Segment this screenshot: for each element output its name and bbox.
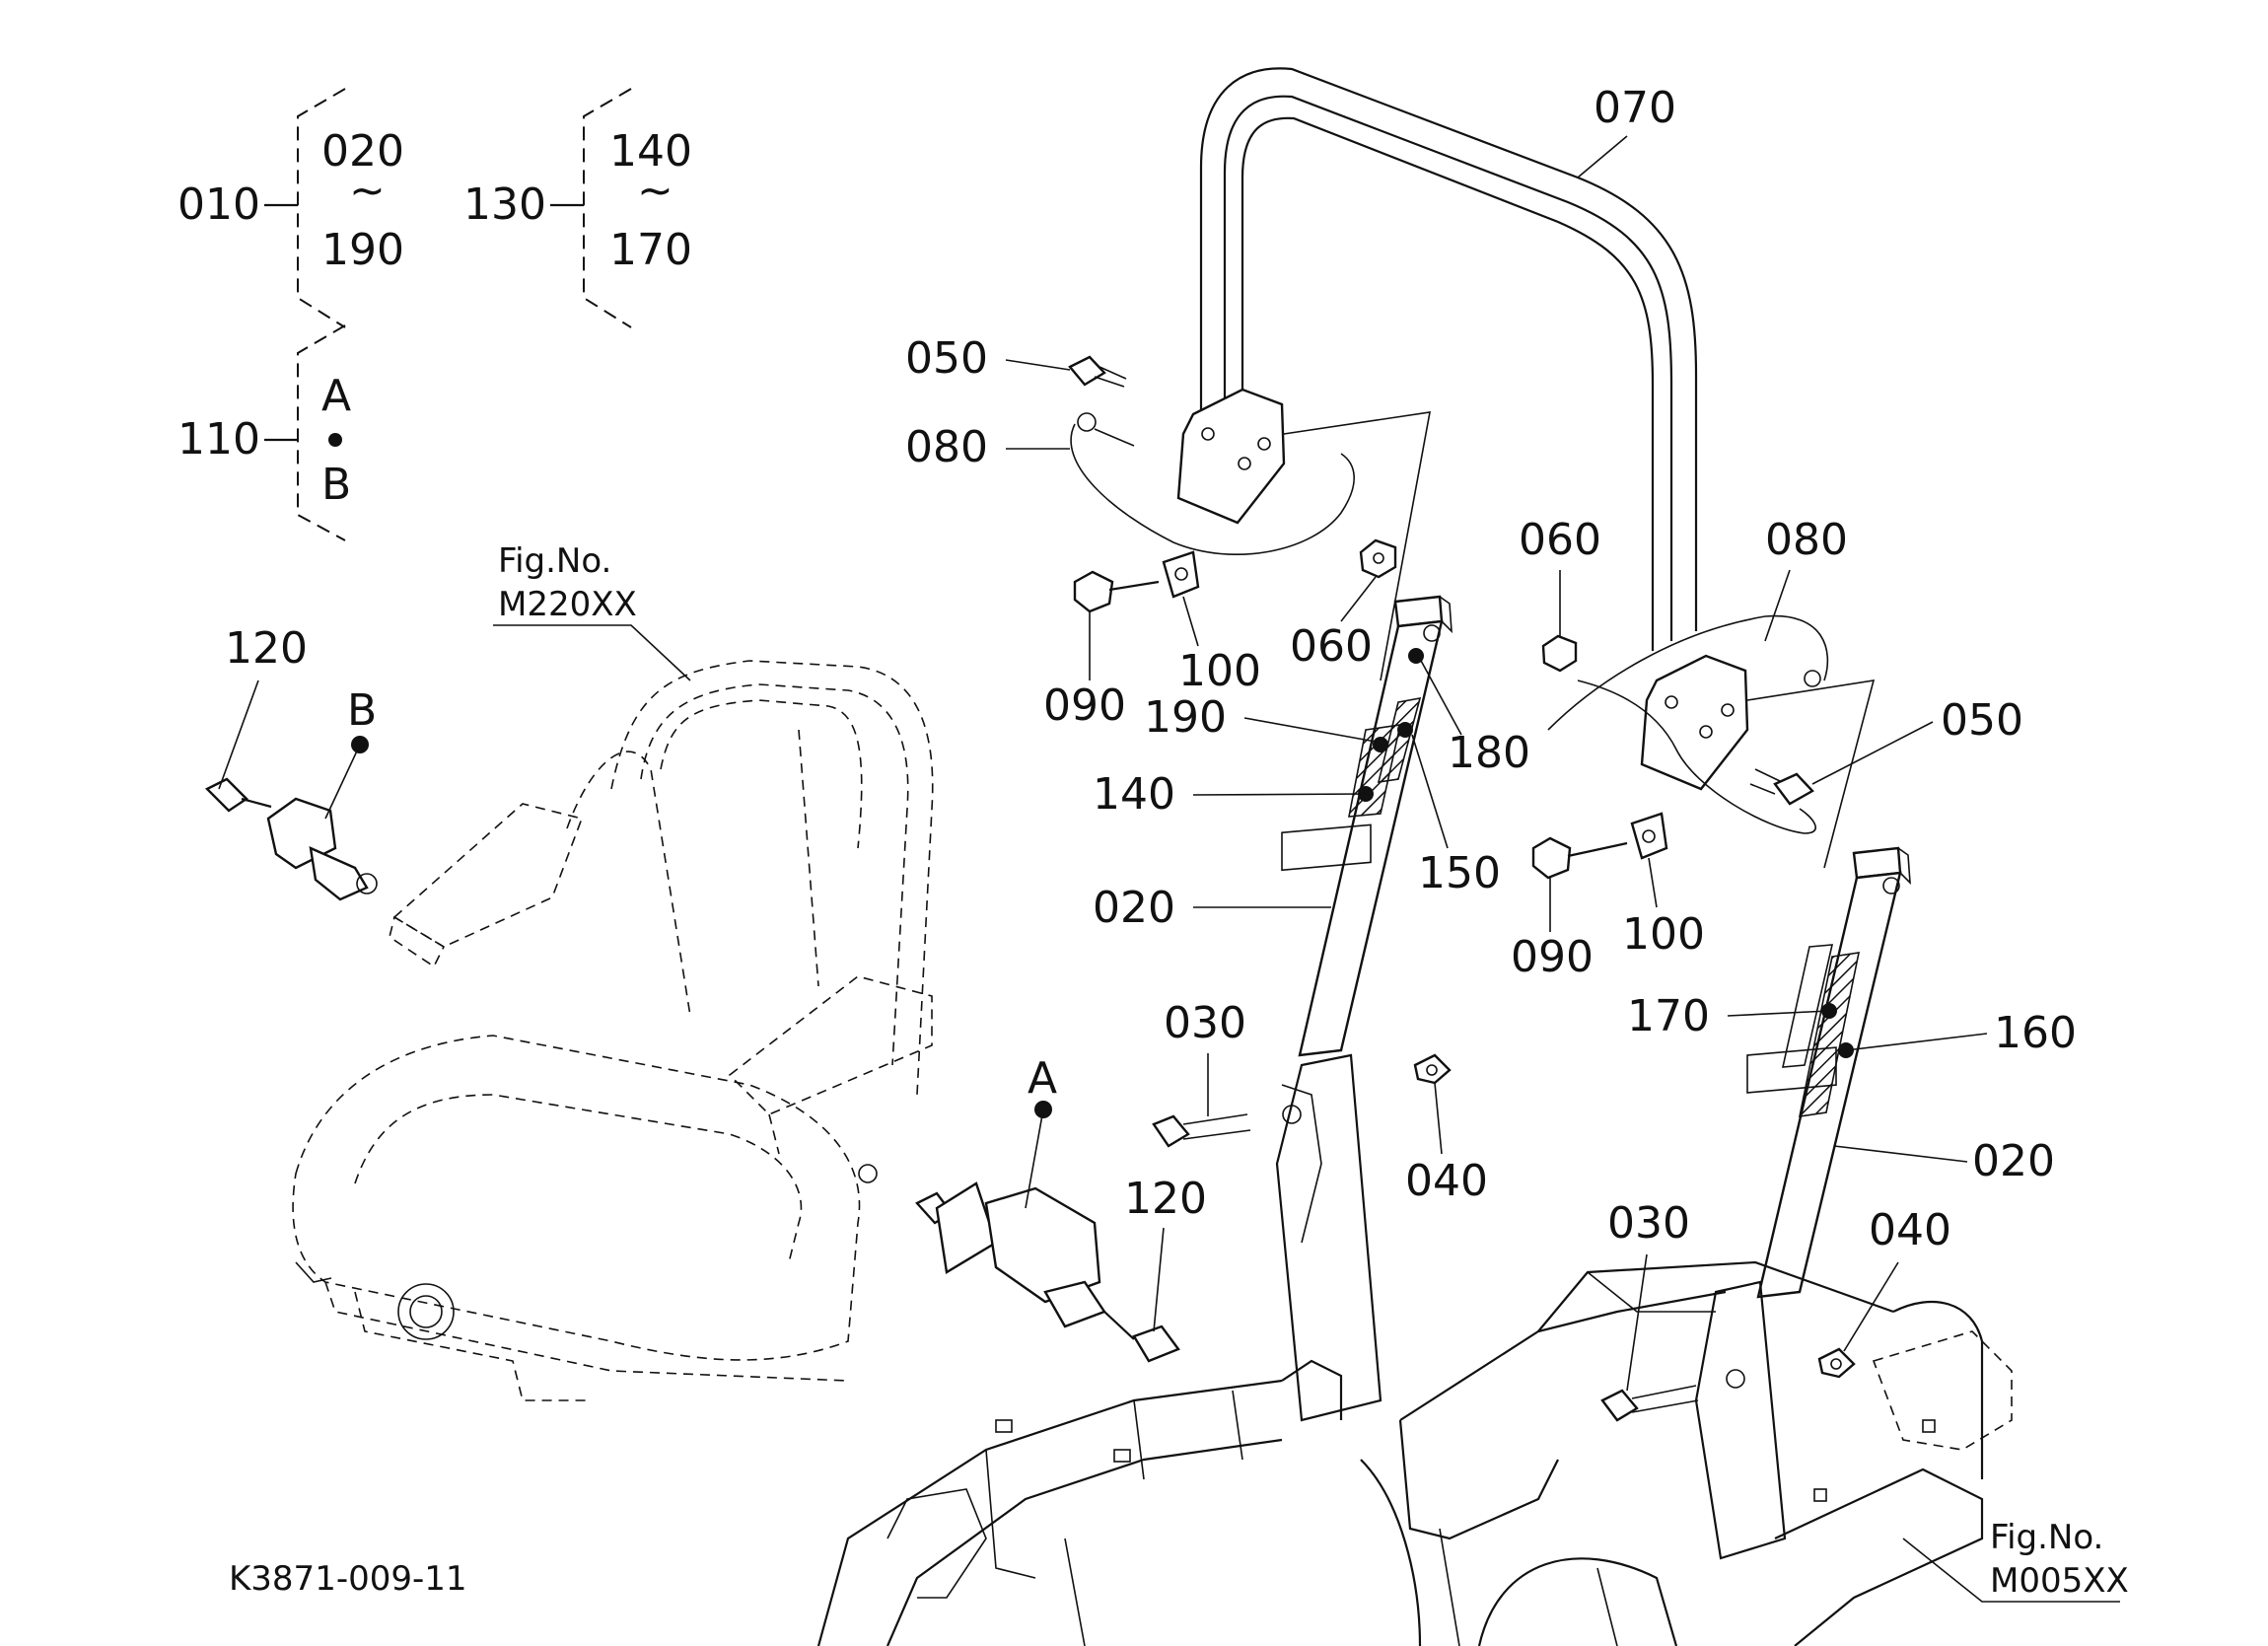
hinge-b: 120 B <box>204 623 378 901</box>
callout-020-left: 020 <box>1093 883 1175 933</box>
callout-a: A <box>1028 1053 1057 1104</box>
callout-100-right: 100 <box>1622 909 1705 960</box>
nut-040-right <box>1817 1347 1856 1379</box>
group-130-bracket: 130 140 ~ 170 <box>463 88 692 328</box>
right-upper-bracket: 060 080 050 090 100 <box>1511 515 2023 982</box>
bolt-030-left <box>1152 1114 1190 1148</box>
frame-figref-line2: M005XX <box>1990 1561 2129 1601</box>
group-130-first: 140 <box>609 126 692 177</box>
group-110-a: A <box>321 371 351 421</box>
group-010-tilde: ~ <box>349 166 386 216</box>
group-110-bracket: 110 A B <box>177 324 351 541</box>
drawing-number: K3871-009-11 <box>229 1559 467 1599</box>
group-110-dot <box>328 433 342 447</box>
callout-030-right: 030 <box>1607 1198 1690 1249</box>
callout-040-left: 040 <box>1405 1156 1488 1206</box>
roll-bar-upper-070: 070 <box>1199 67 1698 651</box>
group-010-bracket: 010 020 ~ 190 <box>177 88 404 328</box>
callout-050-left: 050 <box>905 333 988 384</box>
group-010-last: 190 <box>321 225 404 275</box>
left-lower-mount: 030 040 <box>1152 998 1488 1422</box>
callout-050-right: 050 <box>1941 695 2023 746</box>
callout-070: 070 <box>1594 83 1676 133</box>
callout-080-right: 080 <box>1765 515 1848 565</box>
callout-060-right: 060 <box>1519 515 1601 565</box>
callout-160: 160 <box>1994 1008 2077 1058</box>
seat-figref-line2: M220XX <box>498 585 637 624</box>
hinge-a: A 120 <box>858 1053 1207 1363</box>
callout-150: 150 <box>1418 848 1501 898</box>
callout-080-left: 080 <box>905 422 988 472</box>
callout-060-left: 060 <box>1290 621 1373 672</box>
callout-120-bottom: 120 <box>1124 1174 1207 1224</box>
group-130-parent: 130 <box>463 179 546 230</box>
callout-090-left: 090 <box>1043 680 1126 731</box>
group-010-parent: 010 <box>177 179 260 230</box>
bolt-120-bottom <box>1132 1324 1180 1363</box>
callout-180: 180 <box>1448 728 1530 778</box>
group-110-parent: 110 <box>177 414 260 465</box>
callout-090-right: 090 <box>1511 932 1594 982</box>
right-post-020: 170 160 020 <box>1627 846 2077 1299</box>
nut-040-left <box>1413 1053 1452 1085</box>
group-130-tilde: ~ <box>637 166 673 216</box>
callout-170: 170 <box>1627 991 1710 1041</box>
hinge-a-body <box>984 1186 1101 1304</box>
seat-assembly: Fig.No. M220XX <box>292 541 934 1401</box>
bolt-030-right <box>1600 1389 1639 1422</box>
callout-140: 140 <box>1093 769 1175 820</box>
bolt-120-top <box>204 777 248 813</box>
group-130-last: 170 <box>609 225 692 275</box>
callout-030-left: 030 <box>1164 998 1246 1048</box>
left-upper-bracket: 050 080 060 090 100 <box>905 333 1431 731</box>
callout-b: B <box>347 685 377 736</box>
frame-figref-line1: Fig.No. <box>1990 1518 2103 1557</box>
main-frame: Fig.No. M005XX <box>816 1260 2129 1646</box>
left-post-020: 190 180 140 150 020 <box>1093 595 1530 1057</box>
callout-100-left: 100 <box>1178 646 1261 696</box>
callout-190: 190 <box>1144 692 1227 743</box>
callout-120-top: 120 <box>225 623 308 674</box>
callout-040-right: 040 <box>1869 1205 1951 1255</box>
group-010-first: 020 <box>321 126 404 177</box>
right-lower-mount: 030 040 <box>1600 1198 1951 1560</box>
group-110-b: B <box>321 460 351 510</box>
callout-020-right: 020 <box>1972 1136 2055 1186</box>
seat-figref-line1: Fig.No. <box>498 541 611 581</box>
